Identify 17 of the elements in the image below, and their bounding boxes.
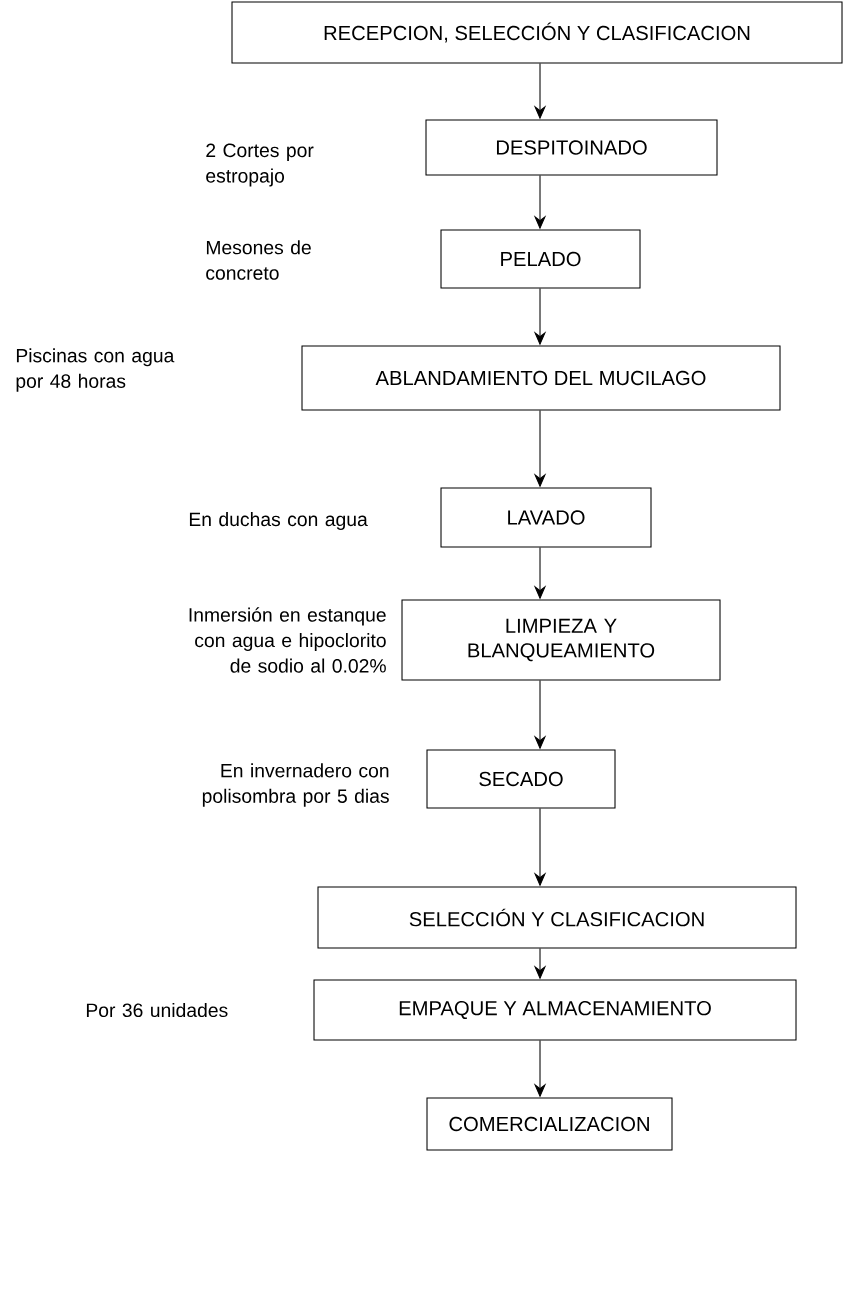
process-box: SELECCIÓN Y CLASIFICACION [317,886,797,949]
process-box: PELADO [440,229,641,289]
step-note: 2 Cortes por estropajo [206,143,314,187]
step-note: Inmersión en estanque con agua e hipoclorito de sodio al 0.02% [189,607,386,673]
process-box: SECADO [426,749,616,809]
step-note: Piscinas con agua por 48 horas [16,348,175,392]
step-note: Mesones de concreto [206,240,311,280]
step-note: Por 36 unidades [86,1002,228,1018]
process-box: COMERCIALIZACION [426,1097,673,1151]
process-box: LAVADO [440,487,652,548]
step-note: En invernadero con polisombra por 5 dias [202,763,389,807]
process-box: ABLANDAMIENTO DEL MUCILAGO [301,345,781,411]
step-note: En duchas con agua [189,512,368,530]
process-box: LIMPIEZA Y BLANQUEAMIENTO [401,599,721,681]
process-box: RECEPCION, SELECCIÓN Y CLASIFICACION [231,1,843,64]
process-box: DESPITOINADO [425,119,718,176]
process-box: EMPAQUE Y ALMACENAMIENTO [313,979,797,1041]
